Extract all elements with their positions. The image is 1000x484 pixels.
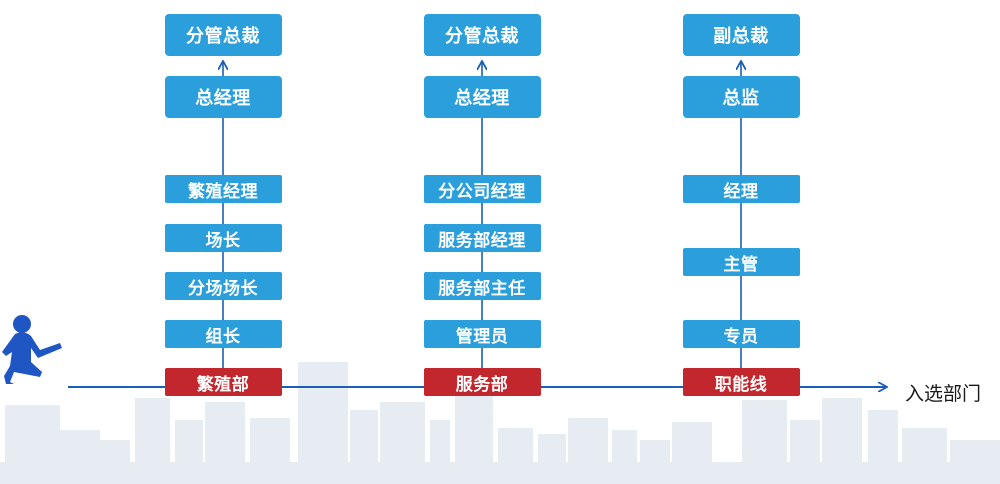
role-box: 专员 xyxy=(682,320,800,348)
department-box: 繁殖部 xyxy=(164,368,282,396)
department-box: 服务部 xyxy=(423,368,541,396)
entry-label: 入选部门 xyxy=(905,383,982,405)
executive-box: 分管总裁 xyxy=(423,14,541,56)
executive-box: 总经理 xyxy=(164,76,282,118)
role-box: 分公司经理 xyxy=(423,175,541,203)
city-skyline xyxy=(0,362,1000,484)
department-box: 职能线 xyxy=(682,368,800,396)
executive-box: 总监 xyxy=(682,76,800,118)
executive-box: 分管总裁 xyxy=(164,14,282,56)
role-box: 主管 xyxy=(682,248,800,276)
role-box: 服务部经理 xyxy=(423,224,541,252)
walking-person-icon xyxy=(2,315,62,384)
role-box: 分场场长 xyxy=(164,272,282,300)
role-box: 场长 xyxy=(164,224,282,252)
role-box: 经理 xyxy=(682,175,800,203)
executive-box: 副总裁 xyxy=(682,14,800,56)
role-box: 繁殖经理 xyxy=(164,175,282,203)
role-box: 管理员 xyxy=(423,320,541,348)
executive-box: 总经理 xyxy=(423,76,541,118)
role-box: 服务部主任 xyxy=(423,272,541,300)
role-box: 组长 xyxy=(164,320,282,348)
